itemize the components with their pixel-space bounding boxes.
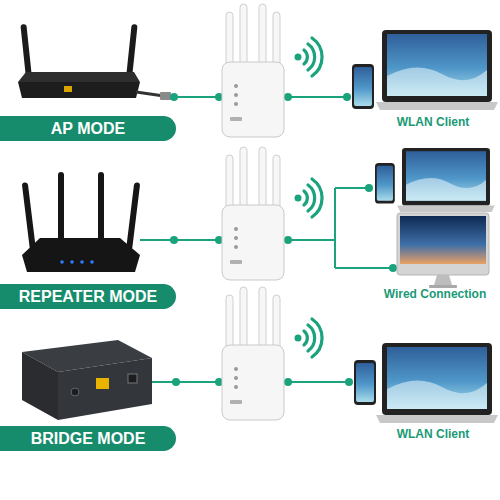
router-port [64, 86, 72, 92]
wire-line [284, 381, 352, 383]
router-antenna [22, 182, 36, 250]
router-led [70, 260, 74, 264]
phone-icon [375, 163, 395, 204]
router-led [60, 260, 64, 264]
modem-port [96, 378, 109, 389]
mode-title: AP MODE [51, 120, 125, 138]
client-label: Wired Connection [380, 287, 490, 301]
wire-dot [170, 93, 178, 101]
mode-banner: BRIDGE MODE [0, 426, 176, 451]
wire-line [335, 267, 395, 269]
wifi-extender [222, 287, 284, 420]
cable-plug [160, 92, 171, 100]
phone-icon [352, 64, 374, 109]
laptop-icon [397, 148, 495, 212]
wifi-symbol [295, 179, 323, 217]
router-led [90, 260, 94, 264]
wire-dot [389, 264, 397, 272]
router-antenna [20, 24, 32, 78]
antenna-router [22, 172, 141, 272]
wire-dot [284, 236, 292, 244]
modem-side [22, 352, 58, 420]
modem-port [128, 374, 137, 383]
modem [22, 340, 152, 420]
modem-port [71, 388, 79, 396]
router-top [18, 72, 140, 82]
mode-banner: REPEATER MODE [0, 284, 176, 309]
wire-dot [345, 378, 353, 386]
router-body [18, 82, 140, 98]
wire-dot [170, 236, 178, 244]
laptop-icon [376, 30, 498, 110]
router-antenna [126, 24, 138, 78]
router-led [80, 260, 84, 264]
client-label: WLAN Client [383, 427, 483, 441]
wire-line [140, 239, 222, 241]
mode-title: REPEATER MODE [19, 288, 157, 306]
wifi-extender [222, 147, 284, 280]
phone-icon [354, 360, 376, 405]
mode-banner: AP MODE [0, 116, 176, 141]
laptop-icon [376, 343, 498, 423]
wifi-symbol [295, 319, 323, 357]
wire-dot [365, 184, 373, 192]
wire-line [334, 188, 336, 268]
wire-line [172, 96, 222, 98]
router-antenna [98, 172, 104, 242]
client-label: WLAN Client [383, 115, 483, 129]
desktop-icon [397, 213, 489, 288]
wire-dot [284, 378, 292, 386]
router-antenna [58, 172, 64, 242]
wire-dot [284, 93, 292, 101]
router-cable [136, 92, 164, 96]
wire-dot [343, 93, 351, 101]
wifi-symbol [295, 38, 323, 76]
router-body [22, 238, 140, 272]
mode-title: BRIDGE MODE [31, 430, 146, 448]
wifi-extender [222, 4, 284, 137]
wire-line [152, 381, 222, 383]
router-antenna [126, 182, 140, 250]
flat-router [18, 24, 171, 100]
wire-line [284, 96, 350, 98]
modem-front [58, 358, 152, 420]
wire-dot [172, 378, 180, 386]
